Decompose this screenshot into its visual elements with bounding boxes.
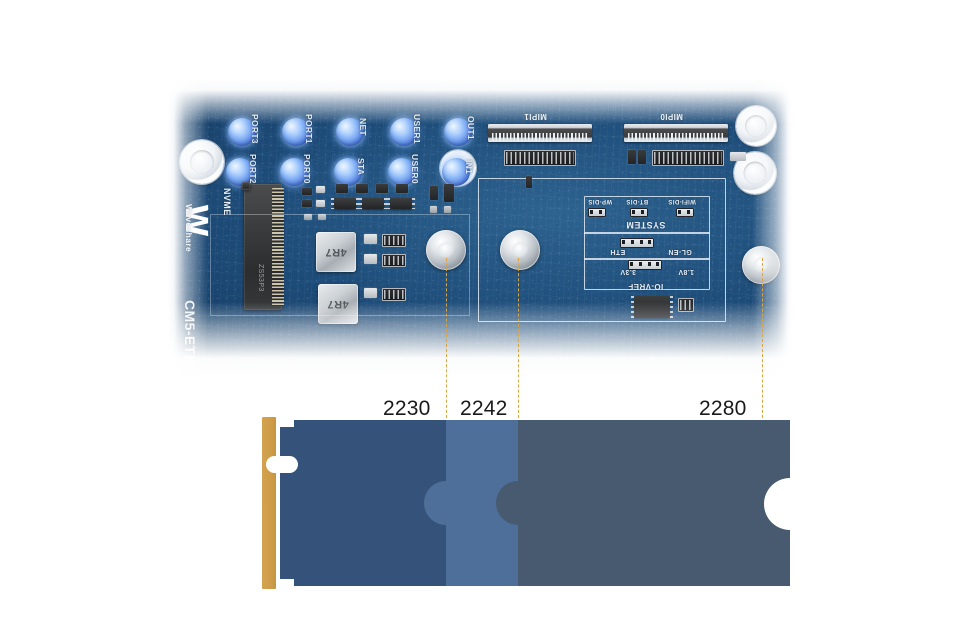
led-label-in1: IN1 — [464, 160, 474, 175]
carrier-board-photo: PORT3 PORT1 NET USER1 OUT1 PORT2 PORT0 S… — [168, 78, 792, 378]
smd-component — [430, 206, 437, 213]
mipi1-fpc-connector — [488, 124, 592, 142]
smd-ic — [359, 198, 387, 209]
led-label-out1: OUT1 — [466, 116, 476, 140]
wp-dis-label: WP-DIS — [588, 198, 613, 204]
mipi1-label: MIPI1 — [524, 112, 547, 121]
smd-component — [356, 184, 368, 193]
header-pad-group — [504, 150, 576, 166]
bt-dis-label: BT-DIS — [626, 198, 649, 204]
test-pad-block — [678, 298, 694, 312]
header-pad-group — [652, 150, 724, 166]
io-vref-jumper[interactable] — [628, 260, 662, 270]
led-label-sta: STA — [356, 158, 366, 176]
smd-component — [316, 186, 325, 193]
smd-component — [316, 200, 325, 207]
smd-ic — [387, 198, 415, 209]
eth-label: ETH — [610, 248, 626, 255]
led-label-user0: USER0 — [410, 154, 420, 184]
soic-ic — [631, 296, 673, 318]
bt-dis-jumper[interactable] — [630, 208, 648, 217]
dashed-line-2230 — [446, 258, 447, 428]
smd-component — [628, 150, 636, 164]
measurement-label-2242: 2242 — [460, 397, 508, 420]
smd-component — [376, 184, 388, 193]
led-label-port3: PORT3 — [250, 114, 260, 144]
led-label-port1: PORT1 — [304, 114, 314, 144]
mipi0-label: MIPI0 — [660, 112, 683, 121]
smd-component — [396, 184, 408, 193]
ssd-corner-cut-top — [276, 417, 294, 427]
led-label-port0: PORT0 — [302, 154, 312, 184]
smd-component — [730, 152, 746, 161]
led-label-port2: PORT2 — [248, 154, 258, 184]
mounting-hole — [180, 140, 224, 184]
led-label-user1: USER1 — [412, 114, 422, 144]
io-vref-1v8-label: 1.8V — [678, 268, 694, 275]
io-vref-title: IO-VREF — [628, 282, 664, 291]
mounting-hole — [736, 106, 776, 146]
gl-en-eth-jumper[interactable] — [620, 238, 654, 248]
smd-component — [302, 188, 312, 195]
ssd-segment-2280 — [518, 420, 790, 586]
waveshare-wordmark: Waveshare — [184, 204, 194, 253]
ssd-mount-notch-2230 — [424, 481, 468, 525]
ssd-mount-notch-2242 — [496, 481, 540, 525]
dashed-line-2280 — [762, 258, 763, 428]
product-name-silk: CM5-ETH — [182, 300, 198, 366]
m2-socket-latch — [242, 182, 250, 190]
ssd-corner-cut-bottom — [276, 579, 294, 589]
ssd-segment-2230 — [280, 420, 446, 586]
dashed-line-2242 — [518, 258, 519, 428]
ssd-size-diagram — [262, 417, 790, 589]
ssd-standoff-2242 — [500, 230, 540, 270]
wifi-dis-label: WIFI-DIS — [668, 198, 696, 204]
ssd-edge-connector — [262, 417, 276, 589]
smd-component — [444, 206, 451, 213]
wp-dis-jumper[interactable] — [588, 208, 606, 217]
led-label-net: NET — [358, 118, 368, 136]
nvme-slot-label: NVME — [222, 188, 232, 216]
smd-component — [444, 184, 454, 202]
smd-component — [638, 150, 646, 164]
smd-component — [336, 184, 348, 193]
system-block-title: SYSTEM — [626, 220, 666, 230]
ssd-connector-key-notch — [266, 456, 298, 473]
smd-ic — [331, 198, 359, 209]
ssd-standoff-2280 — [742, 246, 780, 284]
measurement-label-2230: 2230 — [383, 397, 431, 420]
wifi-dis-jumper[interactable] — [676, 208, 694, 217]
gl-en-label: GL-EN — [668, 248, 692, 255]
mipi0-fpc-connector — [624, 124, 728, 142]
smd-component — [430, 186, 438, 200]
measurement-label-2280: 2280 — [699, 397, 747, 420]
smd-component — [526, 176, 532, 188]
smd-component — [302, 200, 312, 207]
component-outline — [210, 214, 470, 316]
